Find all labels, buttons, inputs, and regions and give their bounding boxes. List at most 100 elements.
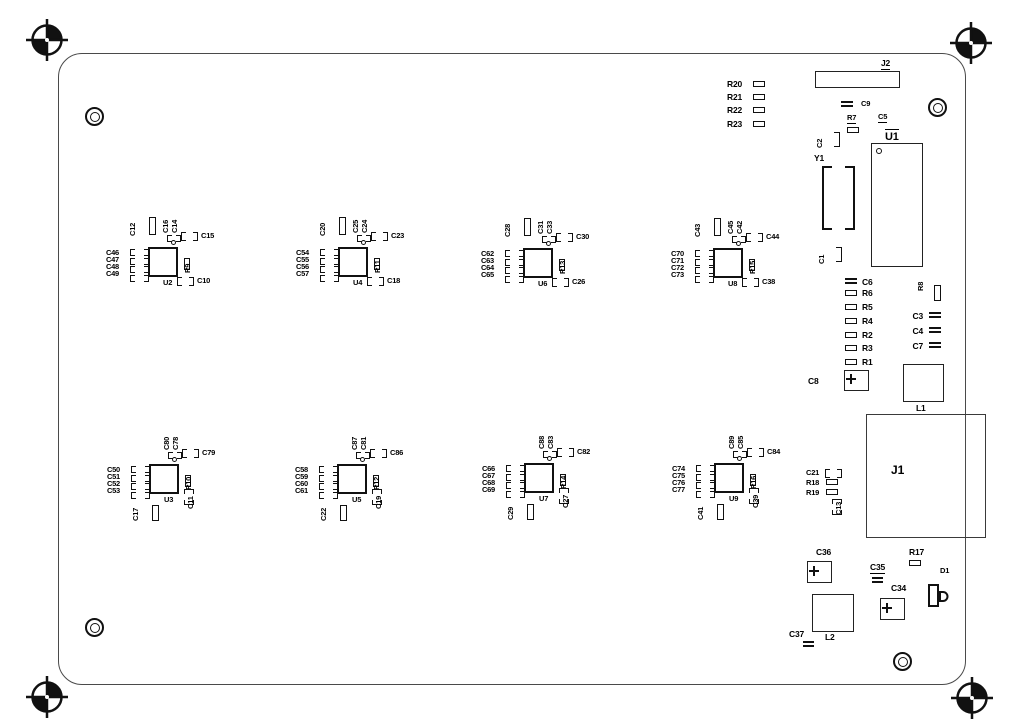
ic-U1-pin1-dot [876,148,882,154]
label-D1: D1 [940,566,950,575]
label-C3: C3 [912,311,924,321]
capacitor-C7 [929,342,941,349]
cap-label: C23 [391,231,405,240]
ic-square [523,248,553,278]
resistor-R18 [826,479,838,485]
ic-square [149,464,179,494]
cap-label: C82 [577,447,591,456]
bottom-cap-footprint [527,504,534,520]
resistor-R17 [909,560,921,566]
left-cap-labels: C62 C63 C64 C65 [481,250,503,279]
label-C9: C9 [861,99,871,108]
label-R6: R6 [862,288,873,298]
cap-label: C56 [296,262,309,271]
cap-label: C67 [482,471,495,480]
capacitor-C8 [844,370,869,391]
top-cap-label: C81 [359,436,368,450]
bottom-cap-label: C29 [506,506,515,520]
cap-label: C84 [767,447,781,456]
resistor-footprint [559,259,565,271]
ic-U1 [871,143,923,267]
cap-label: C55 [296,255,309,264]
capacitor-C8-polarity [846,374,856,384]
cap-label: C73 [671,270,684,279]
top-right-cap: C86 [370,449,403,458]
cap-label: C58 [295,465,308,474]
resistor-footprint [749,259,755,271]
cap-label: C64 [481,263,494,272]
top-cap-label: C42 [735,220,744,234]
connector-J1 [866,414,986,538]
bottom-cap-label: C22 [319,507,328,521]
resistor-footprint [185,475,191,487]
crystal-Y1-left [822,166,832,230]
label-R18: R18 [806,478,820,487]
top-cap-footprint [167,235,181,242]
left-cap-footprints [320,249,339,282]
pin1-dot [736,241,741,246]
label-R21: R21 [727,92,742,102]
label-C5: C5 [878,112,888,123]
cap-label: C15 [201,231,215,240]
resistor-R22 [753,107,765,113]
label-R1: R1 [862,357,873,367]
resistor-footprint [560,474,566,486]
capacitor-C34 [880,598,905,620]
resistor-R5 [845,304,857,310]
corner-cap-label: C27 [561,494,570,508]
label-C8: C8 [808,376,819,386]
bottom-cap-label: C17 [131,507,140,521]
cap-label: C65 [481,270,494,279]
left-cap-labels: C54 C55 C56 C57 [296,249,318,278]
label-C7: C7 [912,341,924,351]
label-C21: C21 [806,468,820,477]
capacitor-C21 [825,469,842,478]
capacitor-C36 [807,561,832,583]
diode-D1-symbol [928,584,949,607]
pin1-dot [737,456,742,461]
top-cap-label: C85 [736,435,745,449]
top-right-cap: C82 [557,448,590,457]
label-R2: R2 [862,330,873,340]
label-J1: J1 [891,463,905,477]
ic-label: U5 [352,495,362,504]
corner-cap-label: C39 [751,494,760,508]
inductor-L2 [812,594,854,632]
cap-label: C49 [106,269,119,278]
label-U1: U1 [885,129,899,143]
left-cap-footprints [695,250,714,283]
label-R17: R17 [909,547,924,557]
label-R8: R8 [916,281,925,291]
label-L1: L1 [916,403,926,413]
label-R22: R22 [727,105,742,115]
ic-square [713,248,743,278]
resistor-footprint [374,258,380,270]
cap-label: C71 [671,256,684,265]
bottom-right-cap: C10 [177,277,210,286]
ic-label: U9 [729,494,739,503]
inductor-L1 [903,364,944,402]
label-R3: R3 [862,343,873,353]
fiducial-target-top-left [26,19,68,61]
resistor-R23 [753,121,765,127]
bottom-cap-footprint [340,505,347,521]
pin1-dot [172,457,177,462]
cap-label: C38 [762,277,776,286]
label-R4: R4 [862,316,873,326]
ic-square [338,247,368,277]
label-C1: C1 [817,254,826,264]
resistor-footprint [184,258,190,270]
resistor-R1 [845,359,857,365]
cap-label: C30 [576,232,590,241]
resistor-label: R15 [748,260,757,274]
bottom-right-cap: C38 [742,278,775,287]
resistor-R6 [845,290,857,296]
ic-label: U8 [728,279,738,288]
capacitor-C34-polarity [882,603,892,613]
top-cap-label: C78 [171,436,180,450]
resistor-R20 [753,81,765,87]
resistor-R8 [934,285,941,301]
label-J2: J2 [881,58,891,70]
side-cap-footprint [149,217,156,235]
pin1-dot [547,456,552,461]
